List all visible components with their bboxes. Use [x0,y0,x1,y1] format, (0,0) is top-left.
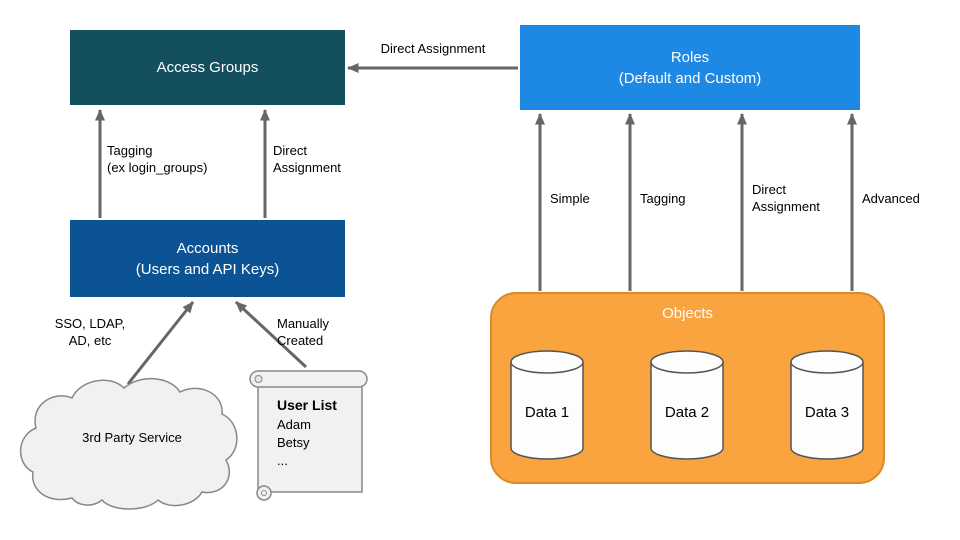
edge-label-direct-assignment-roles: Direct Assignment [380,41,486,56]
edge-label-tagging: Tagging [640,191,686,206]
node-roles: Roles (Default and Custom) [520,25,860,110]
cylinder-body [650,362,724,460]
cylinder-label-data-3: Data 3 [804,404,850,421]
cylinder-body [790,362,864,460]
arrow-scroll-to-accounts [234,300,308,369]
edge-label-advanced: Advanced [862,191,920,206]
edge-label-simple: Simple [550,191,590,206]
cylinder-top [790,350,864,374]
edge-label-direct-assignment-accounts: Direct Assignment [273,143,341,175]
node-accounts: Accounts (Users and API Keys) [70,220,345,297]
accounts-label: Accounts (Users and API Keys) [135,239,280,278]
edge-label-tagging-login-groups: Tagging (ex login_groups) [107,143,208,175]
user-list-title: User List [277,397,337,413]
scroll-bottom-curl-inner [261,490,267,496]
access-groups-label: Access Groups [156,59,259,76]
arrow-cloud-to-accounts [126,301,195,385]
scroll-top-roll [249,370,368,388]
cylinder-top [650,350,724,374]
scroll-bottom-curl [256,485,272,501]
roles-label: Roles (Default and Custom) [618,48,762,87]
cylinder-label-data-1: Data 1 [524,404,570,421]
edge-label-manually-created: Manually Created [277,316,330,348]
objects-title: Objects [662,305,713,322]
user-list-scroll-text: User List Adam Betsy ... [277,397,359,470]
user-list-entries: Adam Betsy ... [277,417,311,468]
cylinder-data-2 [650,350,724,460]
scroll-shape [249,370,368,501]
scroll-body [257,379,363,493]
node-access-groups: Access Groups [70,30,345,105]
cylinder-label-data-2: Data 2 [664,404,710,421]
edge-label-sso-ldap: SSO, LDAP, AD, etc [54,316,126,348]
scroll-top-curl [254,375,263,383]
cylinder-data-1 [510,350,584,460]
edge-label-direct-assignment-objects: Direct Assignment [752,182,820,214]
cylinder-data-3 [790,350,864,460]
third-party-service-label: 3rd Party Service [82,430,182,445]
cylinder-top [510,350,584,374]
cloud-shape [19,377,238,510]
cylinder-body [510,362,584,460]
